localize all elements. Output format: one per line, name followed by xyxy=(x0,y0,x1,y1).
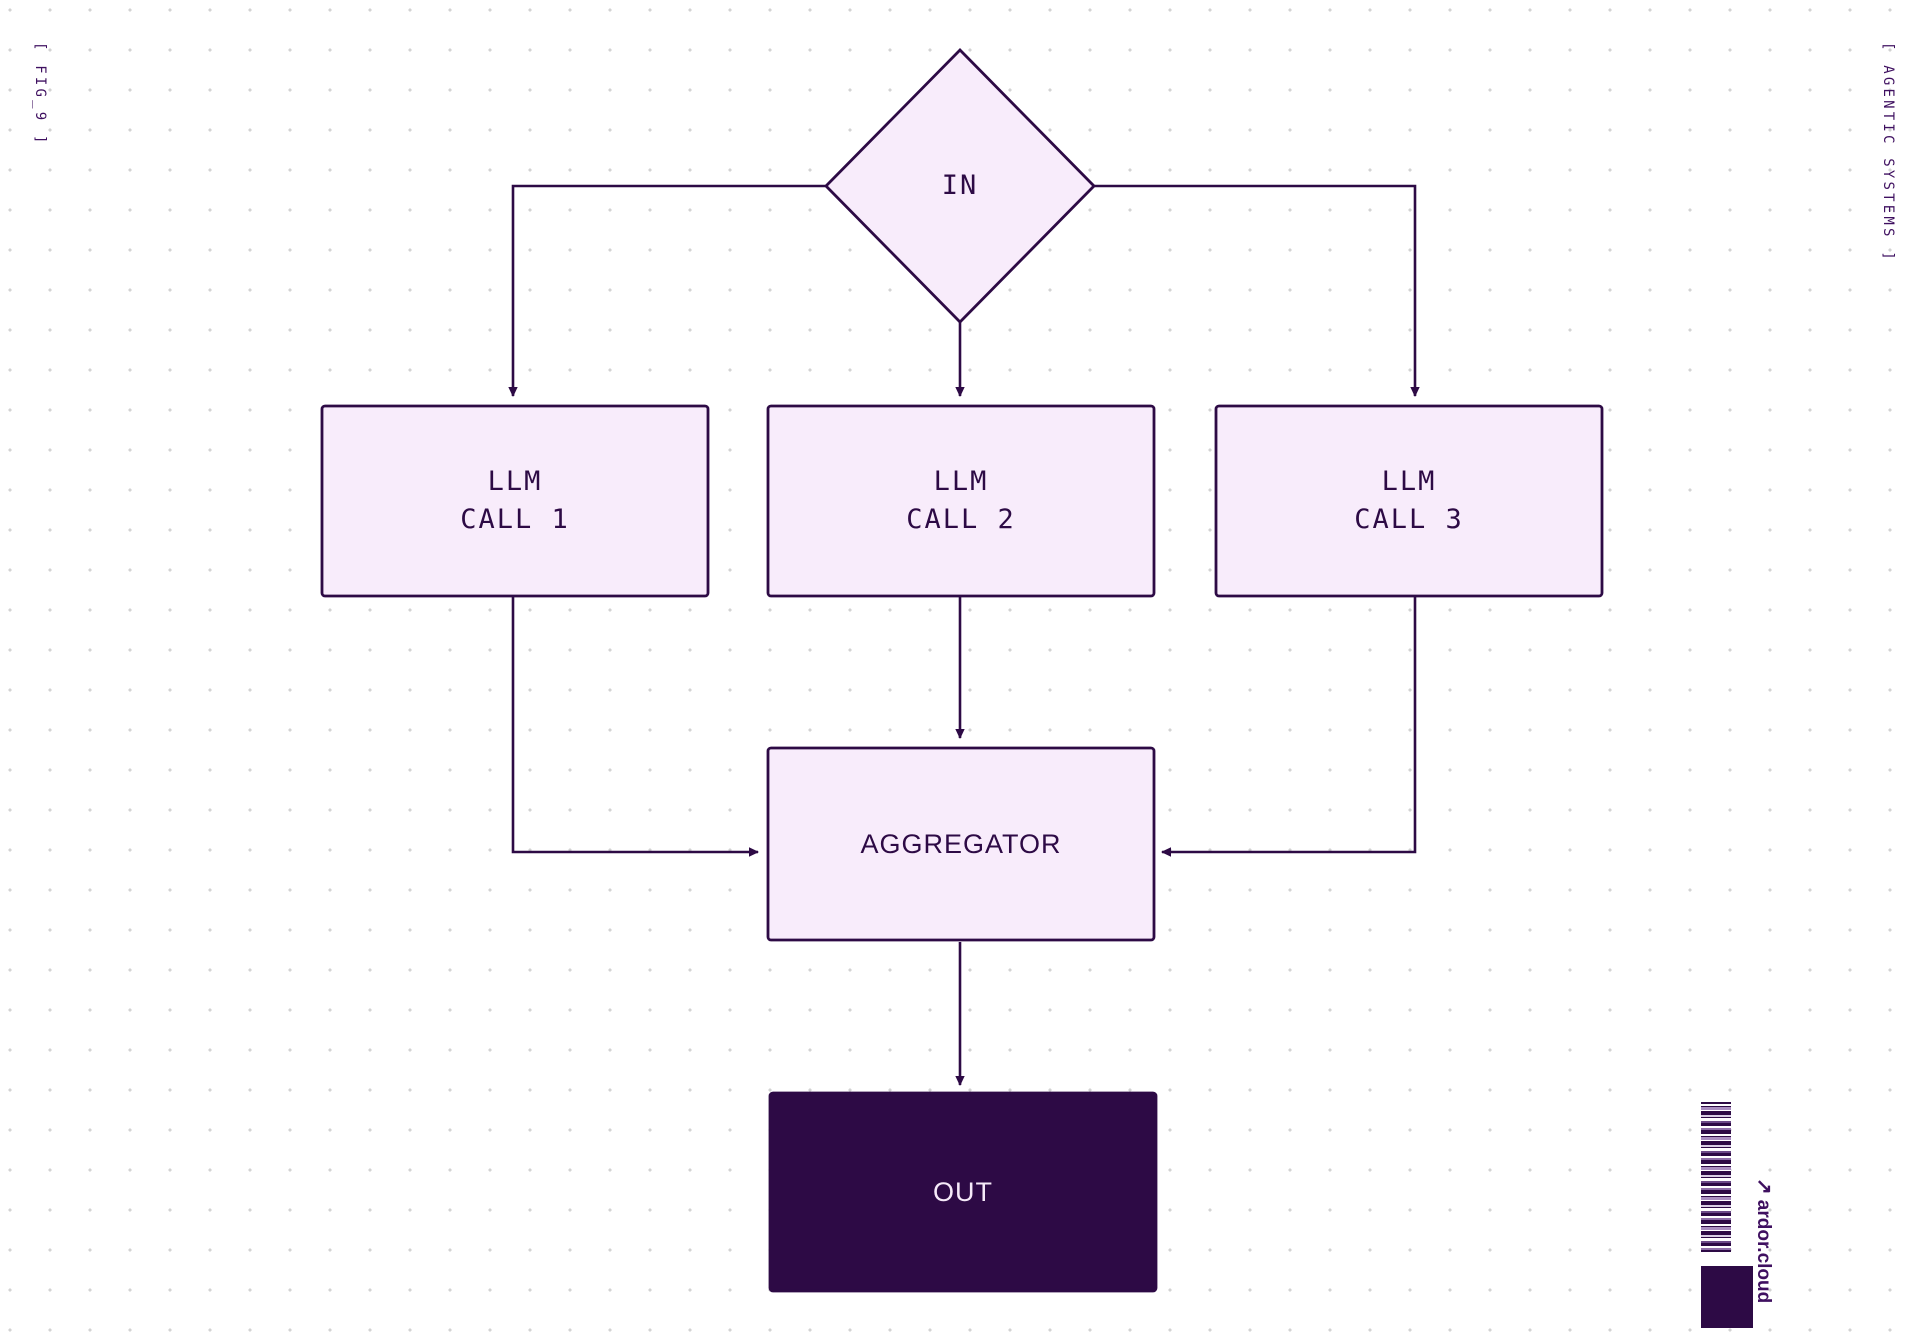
edge-in-to-call3 xyxy=(1092,184,1420,397)
edge-call3-to-aggregator xyxy=(1161,596,1417,857)
node-shape-input xyxy=(824,48,1096,324)
node-shape-output xyxy=(768,1091,1158,1293)
brand-name-text: ardor.cloud xyxy=(1752,1199,1774,1304)
node-shape-call3 xyxy=(1214,404,1604,598)
brand-square-mark xyxy=(1700,1266,1753,1328)
barcode-icon xyxy=(1700,1102,1731,1252)
brand-name[interactable]: ↗ ardor.cloud xyxy=(1752,1178,1777,1303)
brand-block: ↗ ardor.cloud xyxy=(1700,1102,1902,1328)
node-shape-call1 xyxy=(320,404,710,598)
figure-caption-left: [ FIG_9 ] xyxy=(32,42,48,147)
edge-call1-to-aggregator xyxy=(511,596,759,857)
figure-caption-right: [ AGENTIC SYSTEMS ] xyxy=(1880,42,1896,263)
brand-stack xyxy=(1700,1102,1753,1328)
arrow-up-right-icon: ↗ xyxy=(1752,1178,1775,1195)
brand-name-wrap: ↗ ardor.cloud xyxy=(1753,1178,1902,1328)
edge-in-to-call1 xyxy=(508,184,828,397)
node-shape-call2 xyxy=(766,404,1156,598)
node-shape-aggregator xyxy=(766,746,1156,942)
